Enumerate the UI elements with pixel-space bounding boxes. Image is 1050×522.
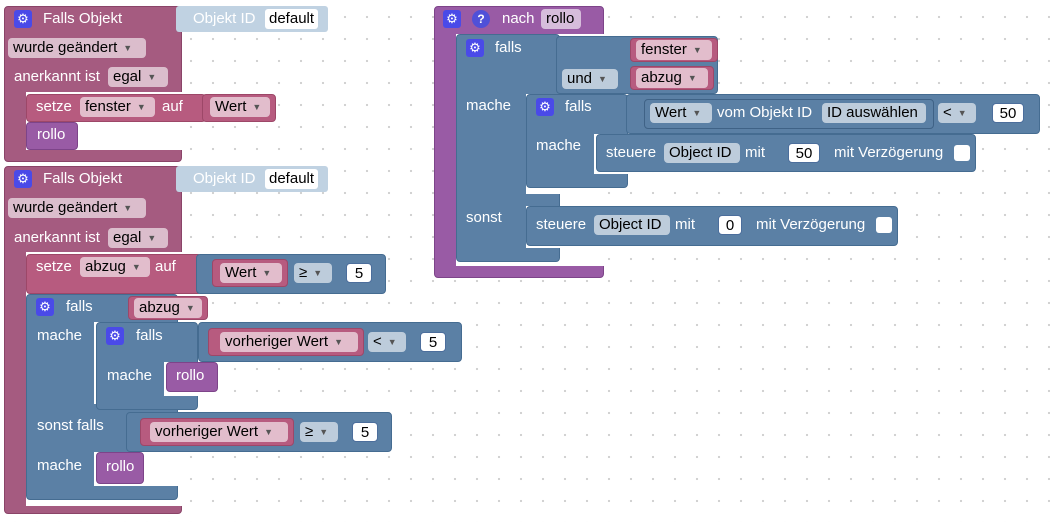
- number-input[interactable]: 50: [788, 143, 820, 163]
- chevron-down-icon: ▼: [252, 102, 262, 112]
- wert-dropdown[interactable]: Wert▼: [210, 97, 270, 117]
- variable-dropdown[interactable]: abzug▼: [80, 257, 150, 277]
- number-input[interactable]: 0: [718, 215, 742, 235]
- number-input[interactable]: 5: [346, 263, 372, 283]
- gear-icon[interactable]: ⚙: [36, 298, 54, 316]
- gear-icon[interactable]: ⚙: [14, 10, 32, 28]
- chevron-down-icon: ▼: [147, 72, 157, 82]
- rollo-call-label: rollo: [106, 458, 135, 475]
- wert-dropdown[interactable]: Wert▼: [220, 263, 282, 283]
- steuere-label: steuere: [536, 216, 587, 233]
- logic-operator-dropdown[interactable]: und▼: [562, 69, 618, 89]
- chevron-down-icon: ▼: [136, 102, 146, 112]
- rollo-function-call[interactable]: [26, 122, 78, 150]
- falls-label: falls: [565, 98, 592, 115]
- falls-label: falls: [495, 39, 522, 56]
- objekt-id-label: Objekt ID: [193, 10, 256, 27]
- mache-label: mache: [37, 457, 83, 474]
- previous-value-dropdown[interactable]: vorheriger Wert▼: [150, 422, 288, 442]
- object-id-field[interactable]: Object ID: [664, 143, 740, 163]
- chevron-down-icon: ▼: [123, 203, 133, 213]
- anerkannt-label: anerkannt ist: [14, 229, 100, 246]
- operator-dropdown[interactable]: <▼: [368, 332, 406, 352]
- trigger-dropdown[interactable]: wurde geändert▼: [8, 38, 146, 58]
- chevron-down-icon: ▼: [264, 427, 274, 437]
- chevron-down-icon: ▼: [687, 73, 697, 83]
- nach-label: nach: [502, 10, 535, 27]
- gear-icon[interactable]: ⚙: [443, 10, 461, 28]
- chevron-down-icon: ▼: [319, 427, 329, 437]
- gear-icon[interactable]: ⚙: [14, 170, 32, 188]
- variable-dropdown[interactable]: fenster▼: [636, 40, 712, 60]
- vom-objekt-id-label: vom Objekt ID: [717, 104, 813, 121]
- chevron-down-icon: ▼: [387, 337, 397, 347]
- falls-label: falls: [66, 298, 93, 315]
- setze-label: setze: [36, 258, 72, 275]
- chevron-down-icon: ▼: [131, 262, 141, 272]
- chevron-down-icon: ▼: [262, 268, 272, 278]
- chevron-down-icon: ▼: [334, 337, 344, 347]
- delay-checkbox[interactable]: [876, 217, 892, 233]
- variable-dropdown[interactable]: fenster▼: [80, 97, 155, 117]
- control-block[interactable]: [596, 134, 976, 172]
- help-icon[interactable]: ?: [472, 10, 490, 28]
- objekt-id-value[interactable]: default: [265, 169, 319, 189]
- chevron-down-icon: ▼: [147, 233, 157, 243]
- previous-value-dropdown[interactable]: vorheriger Wert▼: [220, 332, 358, 352]
- operator-dropdown[interactable]: ≥▼: [294, 263, 332, 283]
- object-id-field[interactable]: Object ID: [594, 215, 670, 235]
- number-input[interactable]: 5: [420, 332, 446, 352]
- rollo-call-label: rollo: [176, 367, 205, 384]
- gear-icon[interactable]: ⚙: [536, 98, 554, 116]
- chevron-down-icon: ▼: [598, 74, 607, 84]
- mache-label: mache: [536, 137, 582, 154]
- chevron-down-icon: ▼: [957, 108, 967, 118]
- falls-objekt-label: Falls Objekt: [43, 10, 123, 27]
- gear-icon[interactable]: ⚙: [106, 327, 124, 345]
- variable-dropdown[interactable]: abzug▼: [636, 68, 708, 88]
- mit-label: mit: [745, 144, 765, 161]
- mit-verzoegerung-label: mit Verzögerung: [756, 216, 866, 233]
- chevron-down-icon: ▼: [692, 45, 702, 55]
- number-input[interactable]: 5: [352, 422, 378, 442]
- mit-label: mit: [675, 216, 695, 233]
- delay-checkbox[interactable]: [954, 145, 970, 161]
- chevron-down-icon: ▼: [692, 108, 702, 118]
- rollo-function-call[interactable]: [166, 362, 218, 392]
- ack-dropdown[interactable]: egal▼: [108, 67, 168, 87]
- objekt-id-value[interactable]: default: [265, 9, 319, 29]
- variable-dropdown[interactable]: abzug▼: [134, 298, 202, 318]
- wert-dropdown[interactable]: Wert▼: [650, 103, 712, 123]
- falls-label: falls: [136, 327, 163, 344]
- chevron-down-icon: ▼: [123, 43, 133, 53]
- operator-dropdown[interactable]: <▼: [938, 103, 976, 123]
- auf-label: auf: [162, 98, 183, 115]
- id-select-field[interactable]: ID auswählen: [822, 103, 926, 123]
- chevron-down-icon: ▼: [313, 268, 323, 278]
- number-input[interactable]: 50: [992, 103, 1024, 123]
- objekt-id-label: Objekt ID: [193, 170, 256, 187]
- control-block[interactable]: [526, 206, 898, 246]
- mache-label: mache: [37, 327, 83, 344]
- steuere-label: steuere: [606, 144, 657, 161]
- function-name-field[interactable]: rollo: [541, 9, 581, 29]
- auf-label: auf: [155, 258, 176, 275]
- mache-label: mache: [107, 367, 153, 384]
- chevron-down-icon: ▼: [185, 303, 195, 313]
- gear-icon[interactable]: ⚙: [466, 39, 484, 57]
- rollo-function-call[interactable]: [96, 452, 144, 484]
- setze-label: setze: [36, 98, 72, 115]
- mit-verzoegerung-label: mit Verzögerung: [834, 144, 944, 161]
- sonst-falls-label: sonst falls: [37, 417, 104, 434]
- trigger-dropdown[interactable]: wurde geändert▼: [8, 198, 146, 218]
- ack-dropdown[interactable]: egal▼: [108, 228, 168, 248]
- rollo-call-label: rollo: [37, 126, 66, 143]
- falls-objekt-label: Falls Objekt: [43, 170, 123, 187]
- anerkannt-label: anerkannt ist: [14, 68, 100, 85]
- sonst-label: sonst: [466, 209, 502, 226]
- operator-dropdown[interactable]: ≥▼: [300, 422, 338, 442]
- mache-label: mache: [466, 97, 512, 114]
